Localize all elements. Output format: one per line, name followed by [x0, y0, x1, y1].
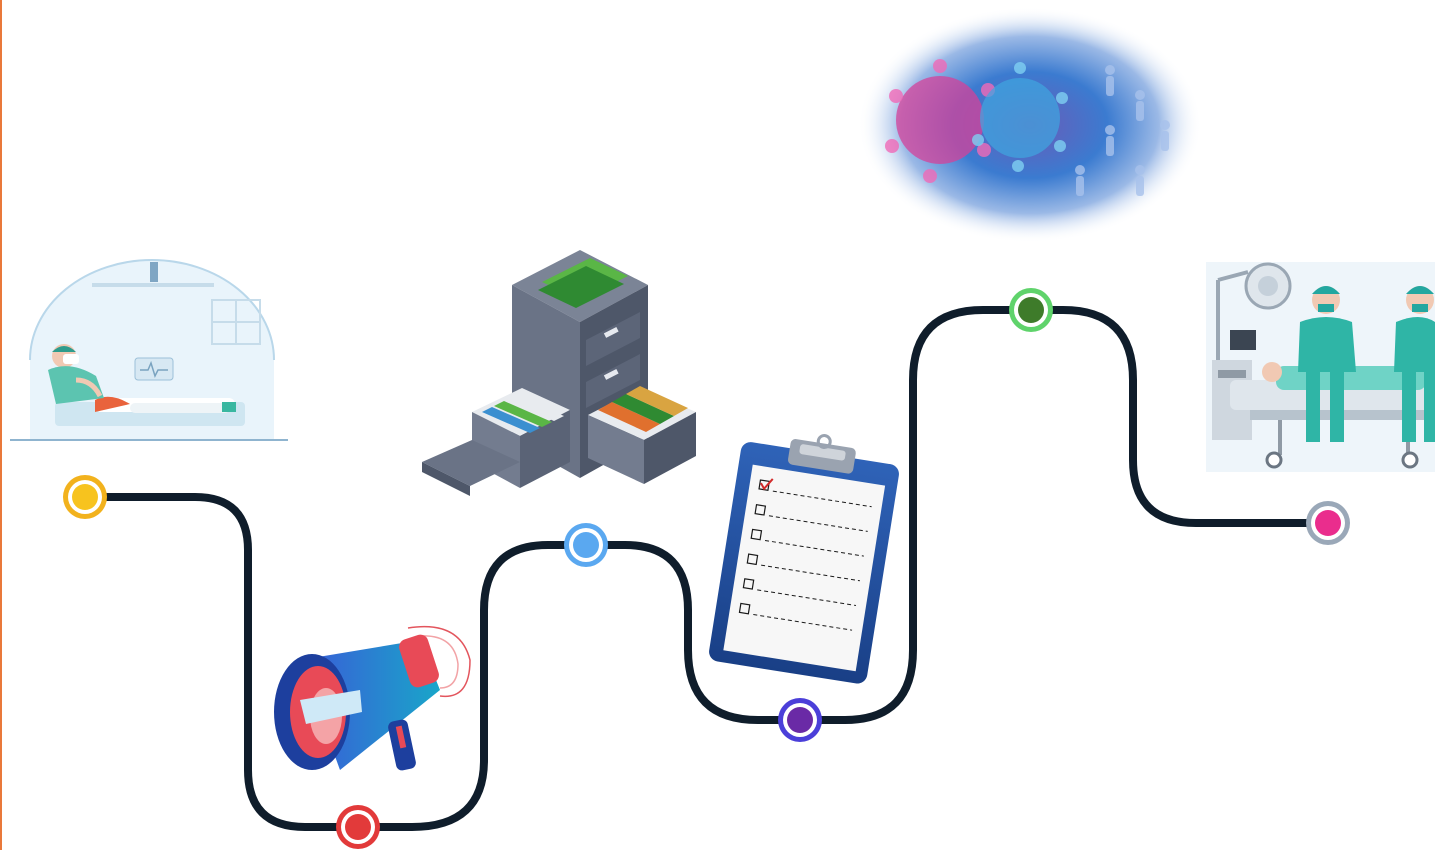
- timeline-node-3: [564, 523, 608, 567]
- node-3-dot: [573, 532, 599, 558]
- timeline-node-6: [1306, 501, 1350, 545]
- clipboard-checklist-illustration: [709, 434, 899, 684]
- surgery-team-illustration: [1206, 262, 1435, 472]
- timeline-node-5: [1009, 288, 1053, 332]
- timeline-node-2: [336, 805, 380, 849]
- megaphone-illustration: [274, 625, 471, 771]
- timeline-path: [81, 306, 1332, 831]
- left-edge-line: [0, 0, 2, 850]
- timeline-node-1: [63, 475, 107, 519]
- node-1-dot: [72, 484, 98, 510]
- timeline-node-4: [778, 698, 822, 742]
- node-6-dot: [1315, 510, 1341, 536]
- icu-patient-illustration: [10, 259, 288, 441]
- virus-crowd-image: [858, 7, 1202, 243]
- timeline-nodes: [63, 288, 1350, 849]
- node-4-dot: [787, 707, 813, 733]
- file-cabinet-illustration: [422, 250, 696, 496]
- node-2-dot: [345, 814, 371, 840]
- node-5-dot: [1018, 297, 1044, 323]
